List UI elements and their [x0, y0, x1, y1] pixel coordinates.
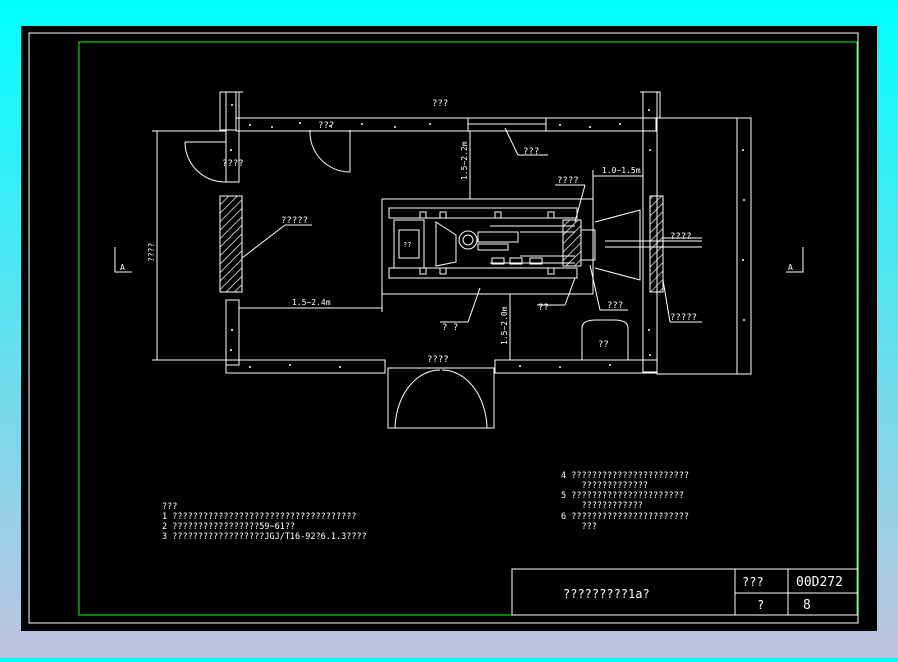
bottom-door-frame: [387, 367, 495, 429]
label-window: ???: [523, 147, 539, 157]
wall-top: [219, 92, 237, 131]
cabinet-leader: [574, 184, 586, 223]
outer-frame: [28, 32, 859, 624]
notes-right-line: 4 ???????????????????????: [561, 471, 689, 481]
dim-right-clear: 1.0~1.5m: [602, 166, 641, 175]
title-block-page: 8: [803, 598, 811, 613]
title-block-label1: ???: [742, 575, 764, 589]
label-bottom-device: ???: [607, 301, 623, 311]
wall-bottom-right: [494, 359, 658, 374]
left-wall-unit: [219, 195, 243, 293]
wall-top-segment: [235, 117, 657, 132]
label-bottom-wall: ????: [427, 355, 449, 365]
base-leader: [564, 277, 576, 306]
title-block-label2: ?: [757, 598, 764, 612]
wall-bottom-left: [225, 359, 386, 374]
label-small-box: ??: [598, 340, 609, 350]
label-device-tag: ??: [403, 241, 411, 249]
label-top-wall: ???: [432, 99, 448, 109]
notes-left-heading: ???: [162, 502, 177, 512]
bottom-door-swing-left: [394, 369, 441, 429]
label-base: ??: [538, 303, 549, 313]
wall-left-upper: [225, 91, 240, 183]
section-mark-left-line: [114, 247, 132, 273]
wall-left-lower: [225, 299, 240, 366]
small-box: [581, 319, 629, 360]
bottom-device-leader: [589, 264, 601, 311]
dim-top-vertical: 1.5~2.2m: [460, 141, 469, 180]
drawing-background: [21, 26, 877, 631]
notes-left-line: 1 ????????????????????????????????????: [162, 512, 356, 522]
section-mark-left: A: [120, 263, 125, 272]
inner-frame: [78, 41, 858, 616]
title-block-drawing-no: 00D272: [796, 575, 843, 590]
label-top-door: ???: [318, 121, 334, 131]
vertical-dim-label: ????: [147, 243, 156, 262]
notes-left-line: 2 ?????????????????59~61??: [162, 522, 295, 532]
notes-right-line: 5 ??????????????????????: [561, 491, 684, 501]
notes-right-line: 6 ???????????????????????: [561, 512, 689, 522]
section-mark-right-line: [786, 247, 804, 273]
door-swing-left: [184, 141, 227, 183]
label-cabinet: ????: [557, 176, 579, 186]
dim-left-horizontal: 1.5~2.4m: [292, 298, 331, 307]
title-block-title: ?????????1a?: [563, 587, 650, 601]
coupling: [458, 230, 478, 250]
outer-room-wall: [736, 117, 752, 375]
equipment-base: [381, 198, 594, 295]
notes-right-line: ???: [561, 522, 597, 532]
dim-bottom-vertical: 1.5~2.0m: [500, 306, 509, 345]
label-door-left: ????: [222, 159, 244, 169]
right-cone: [594, 209, 641, 281]
bottom-door-swing-right: [441, 369, 488, 429]
label-trench: ? ?: [442, 323, 458, 333]
label-right-unit: ?????: [670, 313, 697, 323]
right-wall-unit: [649, 195, 664, 293]
title-block-frame: [511, 568, 859, 616]
notes-right-line: ????????????: [561, 501, 643, 511]
cabinet-hatch: [562, 219, 582, 267]
window-leader: [504, 127, 519, 156]
label-right-cable: ????: [670, 232, 692, 242]
notes-right-line: ?????????????: [561, 481, 648, 491]
motor-taper: [435, 221, 457, 267]
section-mark-right: A: [788, 263, 793, 272]
notes-left-line: 3 ??????????????????JGJ/T16-92?6.1.3????: [162, 532, 367, 542]
equipment-rail-bottom: [388, 267, 578, 279]
motor-block: [393, 219, 425, 269]
label-left-unit: ?????: [281, 216, 308, 226]
door-swing-top: [309, 129, 351, 173]
trench-leader: [467, 287, 481, 323]
